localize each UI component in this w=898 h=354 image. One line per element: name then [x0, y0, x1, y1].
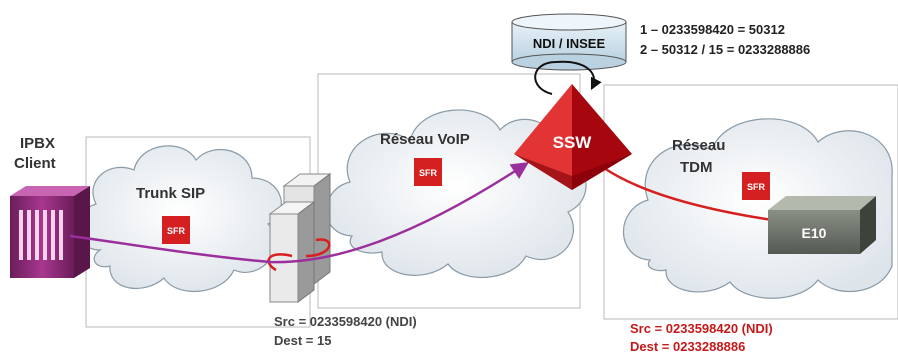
ndi-insee-label: NDI / INSEE	[533, 36, 606, 51]
tdm-label-line1: Réseau	[672, 137, 725, 154]
tdm-zone-box	[603, 84, 898, 320]
svg-text:SFR: SFR	[167, 226, 186, 236]
src-right-line2: Dest = 0233288886	[630, 339, 745, 354]
sfr-logo-tdm: SFR	[742, 172, 770, 200]
ssw-softswitch-icon	[514, 84, 632, 190]
src-left-line1: Src = 0233598420 (NDI)	[274, 314, 417, 329]
gateway-server-front-icon	[268, 201, 316, 303]
ipbx-client-icon	[10, 186, 90, 278]
call-path-purple	[69, 162, 529, 264]
svg-text:SFR: SFR	[747, 182, 766, 192]
gateway-loop-arrow-lower	[267, 253, 293, 272]
e10-label: E10	[802, 225, 827, 241]
formula-line1: 1 – 0233598420 = 50312	[640, 22, 785, 37]
ipbx-label-line1: IPBX	[20, 135, 55, 152]
lookup-loop-arrow	[534, 60, 602, 95]
e10-switch-icon	[768, 196, 876, 254]
src-right-line1: Src = 0233598420 (NDI)	[630, 321, 773, 336]
sfr-logo-voip: SFR	[414, 158, 442, 186]
trunk-sip-label: Trunk SIP	[136, 185, 205, 202]
formula-line2: 2 – 50312 / 15 = 0233288886	[640, 42, 810, 57]
ssw-label: SSW	[553, 133, 593, 152]
gateway-loop-arrow-upper	[305, 238, 331, 258]
ipbx-label-line2: Client	[14, 155, 56, 172]
voip-label: Réseau VoIP	[380, 131, 470, 148]
tdm-label-line2: TDM	[680, 159, 713, 176]
svg-text:SFR: SFR	[419, 168, 438, 178]
sfr-logo-trunk: SFR	[162, 216, 190, 244]
call-path-red	[603, 166, 790, 229]
src-left-line2: Dest = 15	[274, 333, 331, 348]
